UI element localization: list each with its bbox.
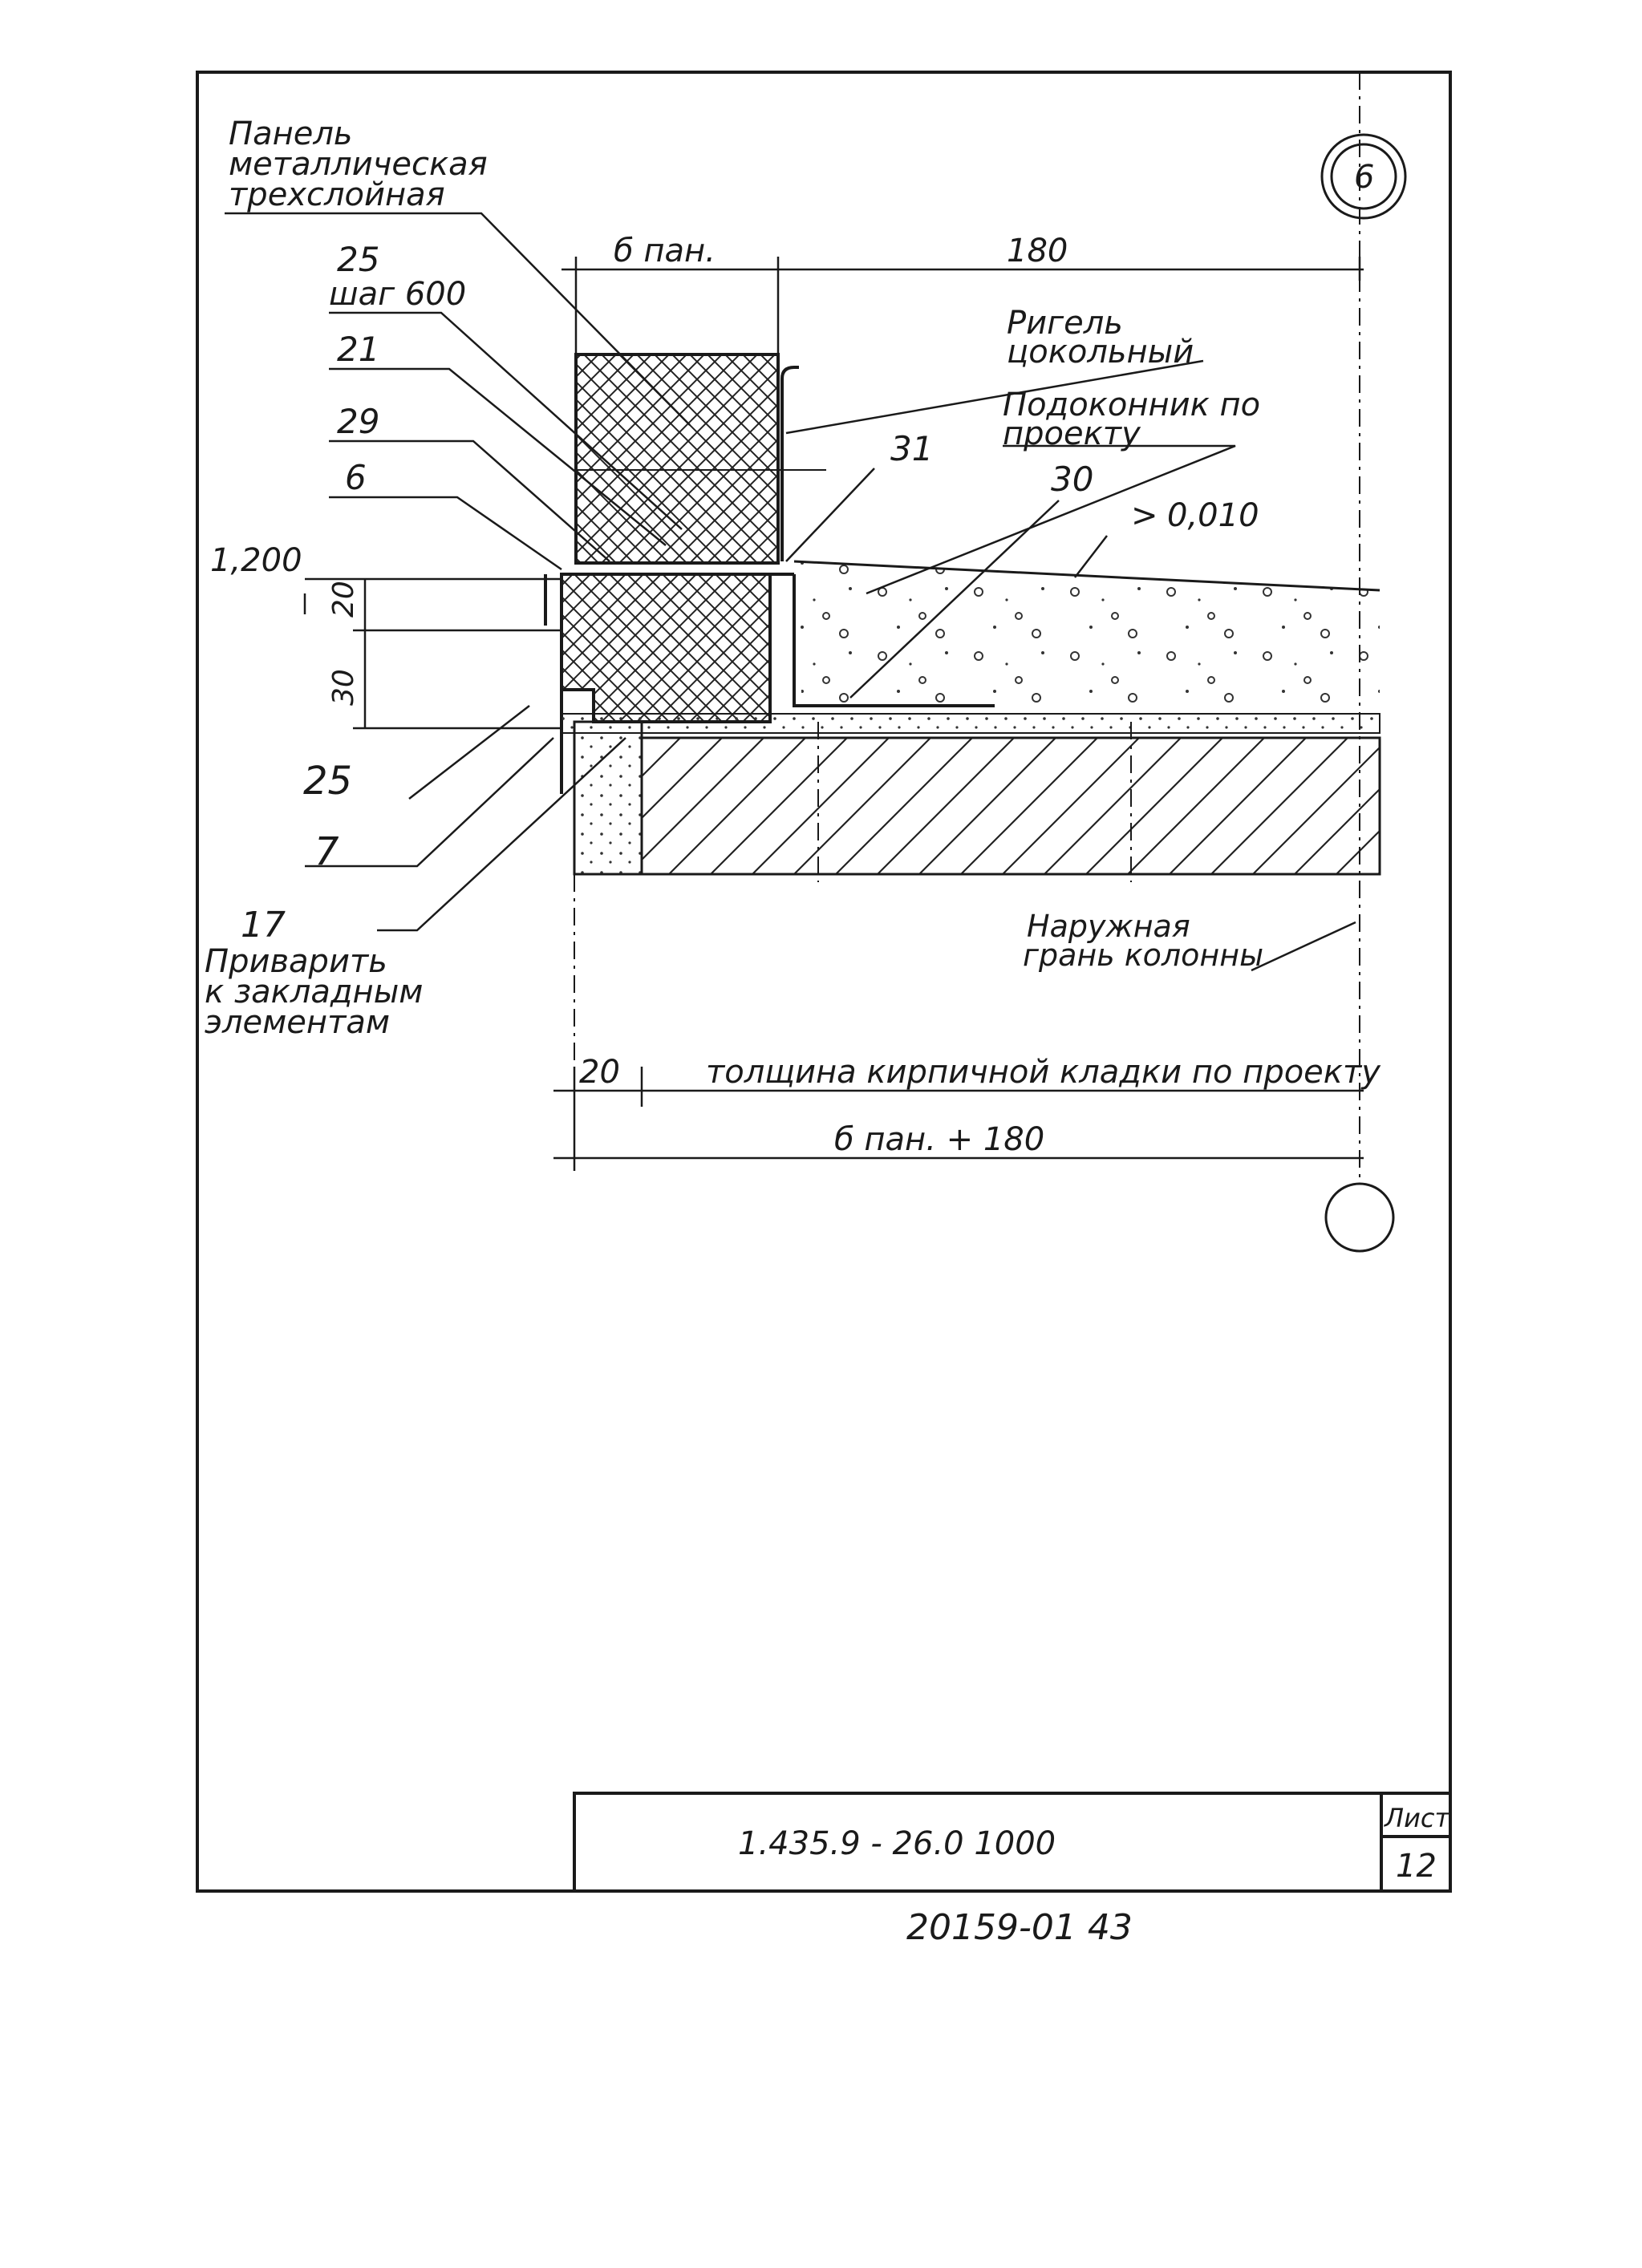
dim-180: 180 (1007, 233, 1068, 269)
detail-marker-number: 6 (1354, 159, 1374, 196)
dim-30: 30 (327, 669, 360, 706)
item-30: 30 (1051, 460, 1093, 499)
brick-masonry (640, 736, 1381, 876)
item-17: 17 (241, 905, 286, 946)
sill-label-1: Подоконник по (1003, 387, 1260, 423)
title-block (573, 1792, 1452, 1893)
dim-20: 20 (327, 581, 360, 618)
lower-panel (560, 573, 772, 723)
item-29: 29 (337, 402, 379, 441)
level-left: 1,200 (210, 542, 302, 579)
total-dim: б пан. + 180 (834, 1121, 1044, 1158)
reference-circle (1324, 1182, 1395, 1253)
mortar-bed (561, 713, 1380, 734)
labels: Панель металлическая трехслойная 25 шаг … (205, 115, 1263, 1041)
dim-20-bottom: 20 (579, 1054, 620, 1091)
column-label-2: грань колонны (1023, 938, 1263, 973)
footer-stamp: 20159-01 43 (906, 1907, 1133, 1948)
brick-thickness-dim: толщина кирпичной кладки по проекту (706, 1054, 1381, 1091)
sandwich-panel (574, 353, 826, 565)
item-25-bottom: 25 (303, 759, 352, 804)
panel-label-3: трехслойная (229, 176, 445, 213)
rigel-label-2: цокольный (1007, 334, 1194, 371)
detail-marker (1320, 133, 1407, 220)
dimension-texts: б пан. 180 20 30 20 толщина кирпичной кл… (327, 233, 1381, 1158)
concrete-sill (794, 561, 1380, 714)
panel-label-2: металлическая (229, 146, 488, 183)
sheet-number: 12 (1396, 1848, 1437, 1885)
weld-label-1: Приварить (205, 943, 387, 980)
sheet-label: Лист (1384, 1803, 1450, 1833)
weld-label-3: элементам (205, 1004, 390, 1041)
step-label: шаг 600 (329, 276, 466, 313)
sill-label-2: проекту (1003, 415, 1141, 452)
rigel-label-1: Ригель (1007, 305, 1123, 342)
column-edge (573, 720, 643, 876)
item-25-top: 25 (337, 240, 379, 279)
item-21: 21 (337, 330, 379, 369)
dim-b-pan: б пан. (614, 233, 716, 269)
item-7: 7 (314, 829, 339, 874)
panel-label-1: Панель (229, 115, 353, 152)
dimension-lines (305, 257, 1364, 1171)
column-label-1: Наружная (1027, 909, 1190, 944)
item-6: 6 (345, 458, 367, 497)
slope-arrow: > (1131, 497, 1158, 534)
leader-lines (225, 212, 1356, 972)
item-31: 31 (890, 429, 933, 468)
drawing-code: 1.435.9 - 26.0 1000 (738, 1825, 1056, 1862)
weld-label-2: к закладным (205, 974, 423, 1010)
slope-label: 0,010 (1167, 497, 1259, 534)
